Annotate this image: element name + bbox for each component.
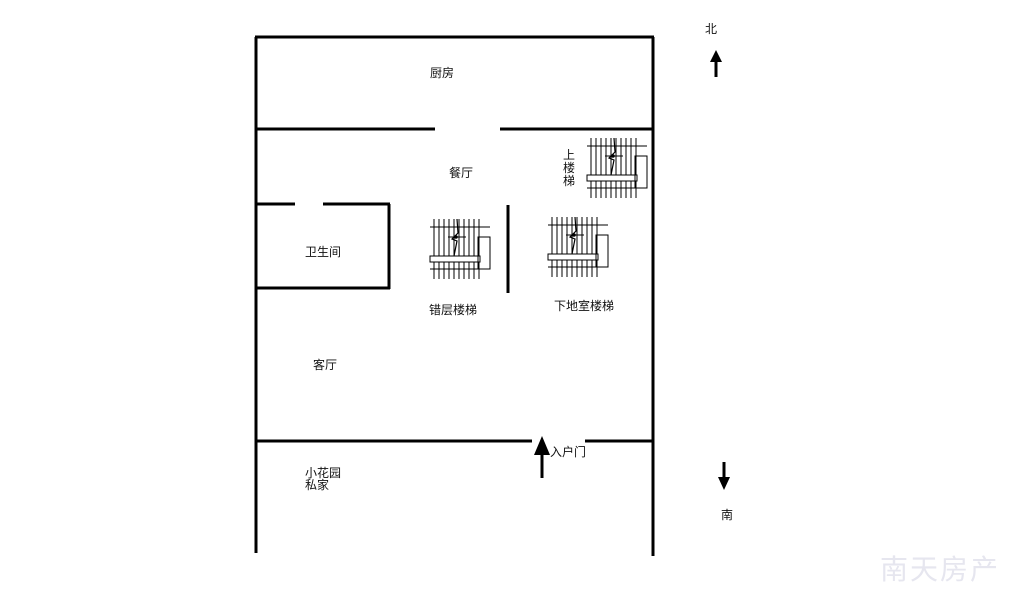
basement-stair-symbol <box>547 216 609 278</box>
upstairs-stair-label: 上楼梯 <box>563 148 576 188</box>
dining-label: 餐厅 <box>449 166 474 180</box>
north-label: 北 <box>705 22 718 36</box>
south-arrow-icon <box>718 462 730 490</box>
entrance-arrow-icon <box>534 436 550 478</box>
living-room-label: 客厅 <box>313 358 338 372</box>
north-arrow-icon <box>710 50 722 77</box>
entrance-label: 入户门 <box>550 445 587 459</box>
kitchen-label: 厨房 <box>430 66 455 80</box>
upstairs-stair-symbol <box>586 137 648 199</box>
garden-label-line1: 小花园 <box>305 466 342 480</box>
garden-label-line2: 私家 <box>305 478 330 492</box>
outer-walls <box>254 35 655 556</box>
bathroom-label: 卫生间 <box>305 245 342 259</box>
bathroom-walls <box>256 202 391 290</box>
south-label: 南 <box>721 508 734 522</box>
watermark: 南天房产 <box>879 553 1000 586</box>
split-level-stair-label: 错层楼梯 <box>429 303 478 317</box>
basement-stair-label: 下地室楼梯 <box>554 299 615 313</box>
split-level-stair-symbol <box>429 218 491 280</box>
